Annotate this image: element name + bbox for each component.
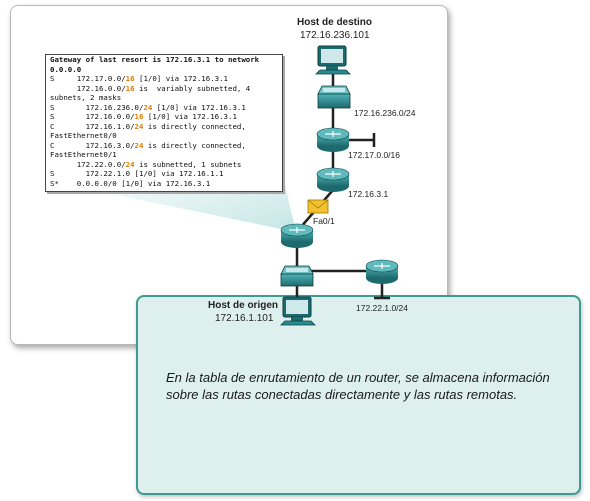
route-lines: S 172.17.0.0/16 [1/0] via 172.16.3.1 172… <box>46 74 282 188</box>
route-text: [1/0] via 172.16.3.1 <box>143 112 237 121</box>
route-line: S 172.22.1.0 [1/0] via 172.16.1.1 <box>46 169 282 179</box>
route-header-line2: 0.0.0.0 <box>50 64 82 74</box>
route-line: C 172.16.1.0/24 is directly connected, <box>46 122 282 132</box>
switch-bottom-icon <box>280 265 314 287</box>
caption-box: En la tabla de enrutamiento de un router… <box>136 295 581 495</box>
route-line: FastEthernet0/0 <box>46 131 282 141</box>
switch-top-icon <box>317 85 351 109</box>
route-line: subnets, 2 masks <box>46 93 282 103</box>
route-mask: 24 <box>134 140 144 150</box>
route-text: S 172.16.236.0/ <box>50 102 144 112</box>
route-text: 172.16.0.0/ <box>50 83 126 93</box>
route-text: subnets, 2 masks <box>50 93 122 102</box>
route-line: S* 0.0.0.0/0 [1/0] via 172.16.3.1 <box>46 179 282 189</box>
router-mid-icon <box>316 167 350 192</box>
route-mask: 16 <box>125 83 135 93</box>
route-mask: 24 <box>125 159 135 169</box>
src-host-pc-icon <box>280 296 316 326</box>
route-line: S 172.17.0.0/16 [1/0] via 172.16.3.1 <box>46 74 282 84</box>
route-text: FastEthernet0/0 <box>50 131 117 140</box>
gateway-ip-label: 172.16.3.1 <box>348 189 388 199</box>
src-host-title: Host de origen <box>208 300 278 311</box>
router-edge-icon <box>280 223 314 248</box>
route-line: 172.22.0.0/24 is subnetted, 1 subnets <box>46 160 282 170</box>
route-header-line1: Gateway of last resort is 172.16.3.1 to … <box>50 55 260 64</box>
net-17-label: 172.17.0.0/16 <box>348 150 400 160</box>
net-22-label: 172.22.1.0/24 <box>356 303 408 313</box>
routing-table-box: Gateway of last resort is 172.16.3.1 to … <box>45 54 283 192</box>
route-mask: 24 <box>143 102 153 112</box>
caption-text: En la tabla de enrutamiento de un router… <box>166 370 550 402</box>
route-line: FastEthernet0/1 <box>46 150 282 160</box>
route-text: 172.22.0.0/ <box>50 159 126 169</box>
route-text: is directly connected, <box>143 121 246 131</box>
route-mask: 16 <box>134 112 144 121</box>
route-line: C 172.16.3.0/24 is directly connected, <box>46 141 282 151</box>
route-text: is directly connected, <box>143 140 246 150</box>
route-text: S* 0.0.0.0/0 [1/0] via 172.16.3.1 <box>50 178 211 188</box>
dest-host-title: Host de destino <box>297 17 372 28</box>
route-mask: 24 <box>134 121 144 131</box>
route-line: S 172.16.0.0/16 [1/0] via 172.16.3.1 <box>46 112 282 122</box>
route-line: S 172.16.236.0/24 [1/0] via 172.16.3.1 <box>46 103 282 113</box>
route-text: [1/0] via 172.16.3.1 <box>152 102 246 112</box>
route-text: is variably subnetted, 4 <box>134 83 251 93</box>
router-right-icon <box>365 259 399 284</box>
route-text: C 172.16.1.0/ <box>50 121 135 131</box>
route-line: 172.16.0.0/16 is variably subnetted, 4 <box>46 84 282 94</box>
dest-host-ip: 172.16.236.101 <box>300 30 370 41</box>
route-text: S 172.17.0.0/ <box>50 74 126 83</box>
route-text: is subnetted, 1 subnets <box>134 159 242 169</box>
route-text: [1/0] via 172.16.3.1 <box>134 74 229 83</box>
route-text: S 172.16.0.0/ <box>50 112 135 121</box>
route-text: C 172.16.3.0/ <box>50 140 135 150</box>
router-top-icon <box>316 127 350 152</box>
interface-label: Fa0/1 <box>313 216 335 226</box>
net-dest-label: 172.16.236.0/24 <box>354 108 416 118</box>
packet-envelope-icon <box>307 199 329 214</box>
route-text: S 172.22.1.0 [1/0] via 172.16.1.1 <box>50 169 224 178</box>
src-host-ip: 172.16.1.101 <box>215 313 274 324</box>
dest-host-pc-icon <box>315 45 351 75</box>
route-text: FastEthernet0/1 <box>50 150 117 159</box>
route-mask: 16 <box>125 74 135 83</box>
